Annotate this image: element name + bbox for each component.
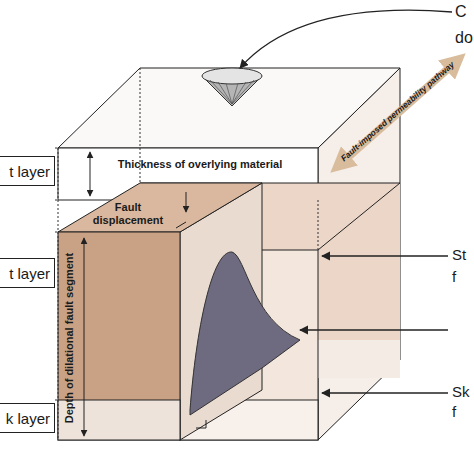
layer-name: t layer (9, 265, 50, 282)
layer-label-box: t layer (0, 258, 55, 288)
layer-label-box: k layer (0, 403, 55, 433)
leader-arrow (300, 329, 448, 330)
callout-text: do (455, 29, 473, 47)
layer-name: t layer (9, 163, 50, 180)
callout-text: f (452, 403, 456, 420)
leader-arrow (322, 255, 448, 256)
dimension-label: Thickness of overlying material (118, 158, 282, 171)
layer-name: k layer (6, 410, 50, 427)
leader-arrow (240, 10, 452, 68)
top-face (58, 68, 400, 148)
callout-text: St (452, 246, 466, 263)
layer-label-box: t layer (0, 156, 55, 186)
callout-text: f (452, 268, 456, 285)
guide-lines (55, 68, 318, 440)
callout-text: Sk (452, 383, 470, 400)
slip-symbol (196, 420, 206, 428)
dilational-zone (190, 252, 300, 415)
hanging-wall-face (58, 232, 180, 440)
callout-text: C (455, 3, 467, 21)
hanging-wall-top (58, 183, 262, 232)
permeability-arrow (338, 60, 458, 166)
dimension-label: Depth of dilational fault segment (63, 253, 76, 424)
sinkhole-lines (210, 80, 254, 104)
leader-arrow (322, 392, 448, 393)
dimension-label: Fault displacement (83, 201, 173, 226)
